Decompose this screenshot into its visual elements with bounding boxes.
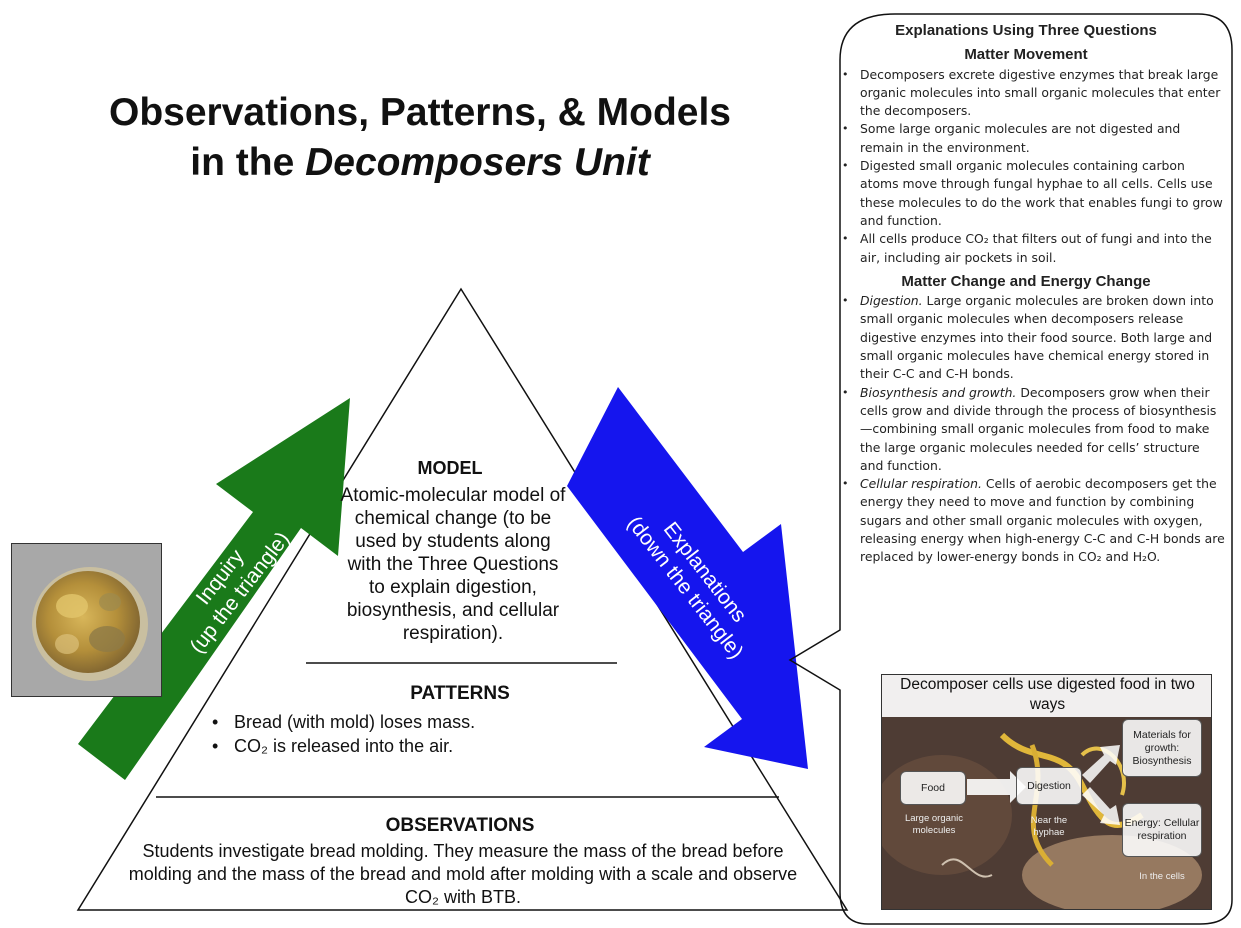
matter-movement-item: Digested small organic molecules contain… — [842, 157, 1226, 230]
patterns-item: Bread (with mold) loses mass. — [210, 710, 610, 734]
matter-movement-item: All cells produce CO₂ that filters out o… — [842, 230, 1226, 267]
decomposer-cells-figure: Decomposer cells use digested food in tw… — [881, 674, 1212, 910]
patterns-heading: PATTERNS — [410, 683, 510, 704]
respiration-text: Cells of aerobic decomposers get the ene… — [860, 476, 1225, 565]
title-line-1: Observations, Patterns, & Models — [108, 91, 731, 134]
explanations-arrow — [567, 387, 808, 769]
digestion-text: Large organic molecules are broken down … — [860, 293, 1214, 382]
title-line-2-prefix: in the — [190, 141, 306, 184]
explanations-callout — [788, 13, 1233, 925]
patterns-item: CO₂ is released into the air. — [210, 734, 610, 758]
respiration-lead: Cellular respiration. — [860, 476, 982, 492]
biosynthesis-lead: Biosynthesis and growth. — [860, 384, 1017, 400]
matter-movement-list: Decomposers excrete digestive enzymes th… — [820, 66, 1232, 267]
title-line-2: in the Decomposers Unit — [40, 138, 800, 188]
observations-text: Students investigate bread molding. They… — [128, 841, 798, 907]
patterns-list: Bread (with mold) loses mass. CO₂ is rel… — [210, 710, 610, 758]
digestion-box: Digestion — [1016, 767, 1082, 805]
model-heading: MODEL — [417, 458, 483, 478]
matter-energy-item-respiration: Cellular respiration. Cells of aerobic d… — [842, 475, 1226, 566]
moldy-bread-photo — [11, 543, 162, 697]
matter-movement-heading: Matter Movement — [964, 46, 1088, 64]
inset-title: Decomposer cells use digested food in tw… — [882, 675, 1211, 717]
page-title: Observations, Patterns, & Models in the … — [40, 88, 800, 188]
cells-note: In the cells — [1139, 871, 1185, 882]
matter-energy-item-digestion: Digestion. Large organic molecules are b… — [842, 292, 1226, 383]
panel-title: Explanations Using Three Questions — [895, 22, 1157, 39]
food-note: Large organic molecules — [904, 813, 964, 836]
moldy-bread-image — [12, 544, 161, 696]
explanations-panel: Explanations Using Three Questions Matte… — [820, 14, 1232, 567]
matter-movement-item: Decomposers excrete digestive enzymes th… — [842, 66, 1226, 121]
matter-energy-list: Digestion. Large organic molecules are b… — [820, 292, 1232, 566]
matter-energy-heading: Matter Change and Energy Change — [901, 272, 1151, 290]
model-text: Atomic-molecular model of chemical chang… — [340, 485, 566, 644]
matter-movement-item: Some large organic molecules are not dig… — [842, 120, 1226, 157]
observations-heading: OBSERVATIONS — [385, 815, 535, 836]
materials-box: Materials for growth: Biosynthesis — [1122, 719, 1202, 777]
biosynthesis-text: Decomposers grow when their cells grow a… — [860, 384, 1217, 473]
energy-box: Energy: Cellular respiration — [1122, 803, 1202, 857]
title-line-2-italic: Decomposers Unit — [305, 141, 650, 184]
food-box: Food — [900, 771, 966, 805]
digestion-note: Near the hyphae — [1030, 815, 1068, 838]
matter-energy-item-biosynthesis: Biosynthesis and growth. Decomposers gro… — [842, 384, 1226, 475]
digestion-lead: Digestion. — [860, 293, 923, 309]
